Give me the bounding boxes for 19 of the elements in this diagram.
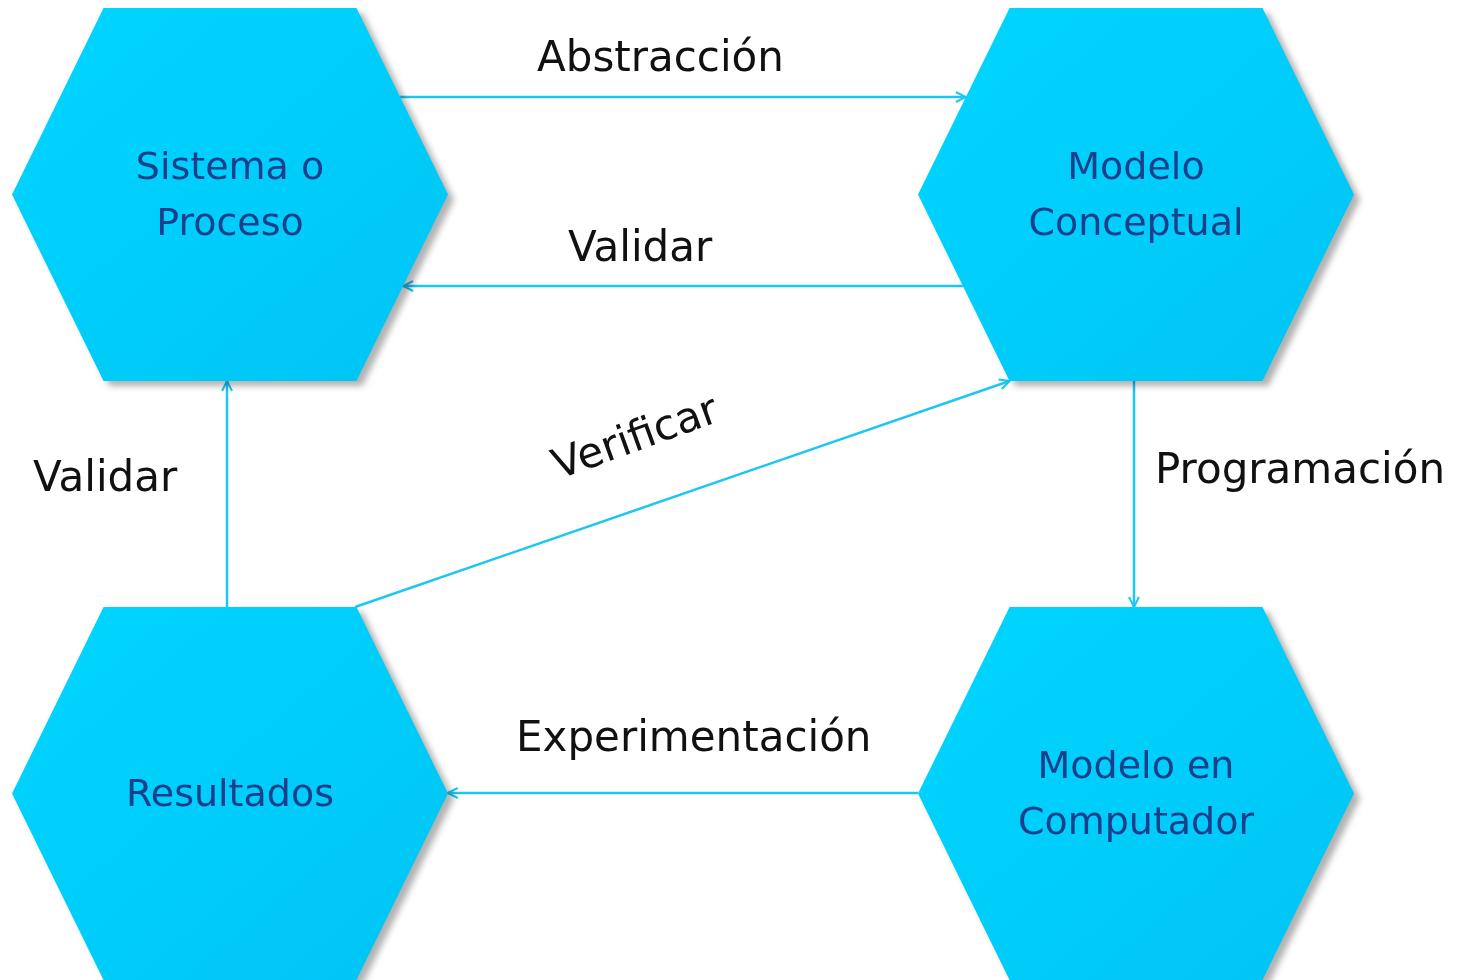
- edge-label: Validar: [568, 222, 713, 271]
- node-label: Modelo en Computador: [1016, 742, 1256, 845]
- arrow: [446, 787, 919, 799]
- hexagon: [12, 8, 448, 381]
- arrow: [221, 380, 233, 607]
- edge-label: Abstracción: [537, 32, 784, 81]
- edge-label: Validar: [33, 452, 178, 501]
- edge-label: Programación: [1155, 444, 1446, 493]
- node-label: Modelo Conceptual: [1027, 143, 1245, 246]
- hexagon: [918, 607, 1354, 980]
- node-label: Sistema o Proceso: [134, 143, 326, 246]
- arrow: [354, 378, 1011, 609]
- arrow: [402, 280, 963, 292]
- hexagon: [12, 607, 448, 980]
- arrow: [1128, 381, 1140, 608]
- node-label: Resultados: [126, 769, 334, 817]
- edge-label: Experimentación: [516, 712, 872, 761]
- arrow: [400, 91, 967, 103]
- hexagon: [918, 8, 1354, 381]
